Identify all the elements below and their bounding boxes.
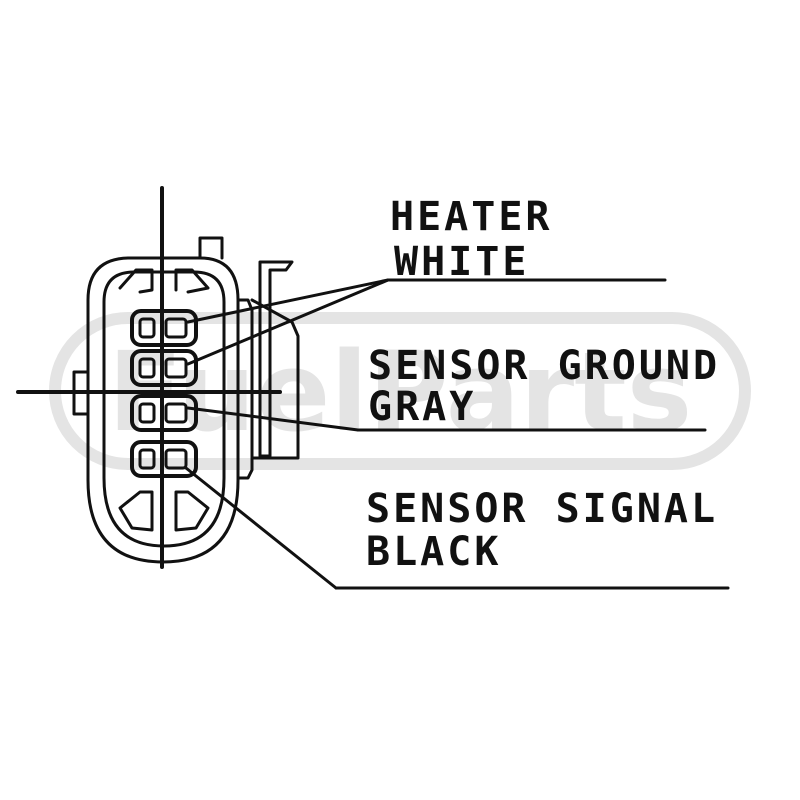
label-heater-color: WHITE <box>394 239 529 285</box>
terminal-2-outline <box>130 349 198 387</box>
label-heater: HEATER <box>390 194 553 240</box>
leader-sensor-signal <box>184 466 338 590</box>
terminal-pin-1 <box>130 309 198 347</box>
connector-right-clip-inner <box>236 298 254 480</box>
terminal-1-outline <box>130 309 198 347</box>
terminal-1-slot-right <box>164 317 188 339</box>
connector-top-left-key <box>118 268 154 294</box>
terminal-pin-3 <box>130 394 198 432</box>
terminal-1-slot-left <box>138 317 156 339</box>
leader-sensor-ground <box>186 406 360 432</box>
terminal-pin-2 <box>130 349 198 387</box>
connector-locking-tab <box>198 236 224 260</box>
connector-right-clip-bracket <box>258 260 294 458</box>
connector-body <box>72 236 300 564</box>
terminal-3-slot-right <box>164 402 188 424</box>
connector-left-ear <box>72 370 90 416</box>
leader-heater-pin-2 <box>186 278 390 366</box>
connector-bottom-left-key <box>118 490 154 532</box>
terminal-4-outline <box>130 440 198 478</box>
connector-outer-shell <box>86 256 240 564</box>
terminal-4-slot-right <box>164 448 188 470</box>
connector-top-right-key <box>174 268 210 294</box>
terminal-2-slot-left <box>138 357 156 379</box>
label-sensor-ground: SENSOR GROUND <box>368 343 720 389</box>
terminal-3-slot-left <box>138 402 156 424</box>
terminal-3-outline <box>130 394 198 432</box>
label-sensor-signal: SENSOR SIGNAL <box>366 486 718 532</box>
terminal-2-slot-right <box>164 357 188 379</box>
leader-heater-pin-1 <box>186 278 390 324</box>
label-sensor-signal-color: BLACK <box>366 529 501 575</box>
connector-inner-shell <box>102 270 226 548</box>
terminal-4-slot-left <box>138 448 156 470</box>
connector-right-clip-outer <box>250 298 300 460</box>
pin-labels: HEATER WHITE SENSOR GROUND GRAY SENSOR S… <box>366 194 720 575</box>
connector-bottom-right-key <box>174 490 210 532</box>
terminal-pin-4 <box>130 440 198 478</box>
leader-lines <box>184 278 730 590</box>
label-sensor-ground-color: GRAY <box>368 384 476 430</box>
